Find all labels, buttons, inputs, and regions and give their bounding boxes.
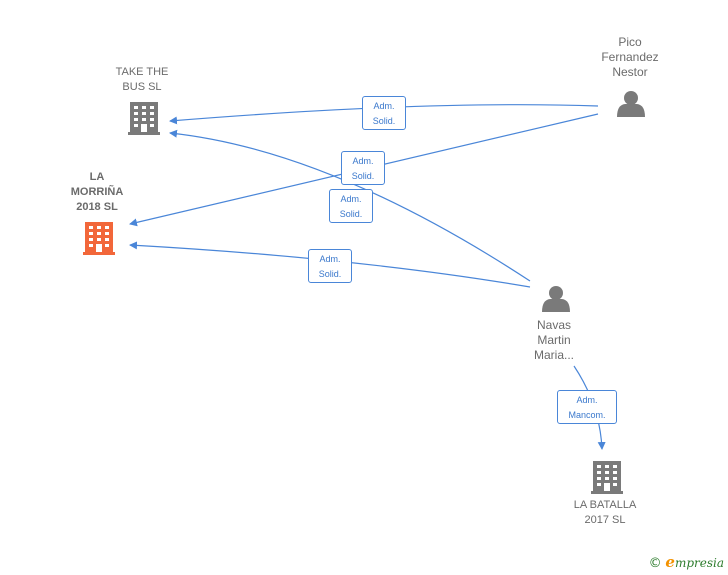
edge-label-navas-batalla: Adm. Mancom. <box>557 390 617 424</box>
edge-label-navas-bus: Adm. Solid. <box>329 189 373 223</box>
node-label-la-morrina[interactable]: LA MORRIÑA 2018 SL <box>70 171 124 213</box>
node-label-la-batalla[interactable]: LA BATALLA 2017 SL <box>573 499 637 526</box>
building-icon[interactable] <box>128 102 160 135</box>
edge-label-pico-bus: Adm. Solid. <box>362 96 406 130</box>
node-label-pico[interactable]: Pico Fernandez Nestor <box>601 35 659 79</box>
brand-footer: © empresia <box>649 553 724 571</box>
building-icon[interactable] <box>591 461 623 494</box>
edge-label-navas-morrina: Adm. Solid. <box>308 249 352 283</box>
person-icon[interactable] <box>617 91 645 117</box>
node-label-take-the-bus[interactable]: TAKE THE BUS SL <box>115 66 169 93</box>
brand-initial: e <box>665 553 675 571</box>
copyright-icon: © <box>648 556 662 571</box>
edge-navas-to-take-the-bus <box>169 129 531 282</box>
node-label-navas[interactable]: Navas Martin Maria... <box>533 318 574 362</box>
building-icon-focus[interactable] <box>83 222 115 255</box>
edge-pico-to-take-the-bus <box>169 104 599 125</box>
edge-label-pico-morrina: Adm. Solid. <box>341 151 385 185</box>
person-icon[interactable] <box>542 286 570 312</box>
brand-name: mpresia <box>674 556 724 570</box>
